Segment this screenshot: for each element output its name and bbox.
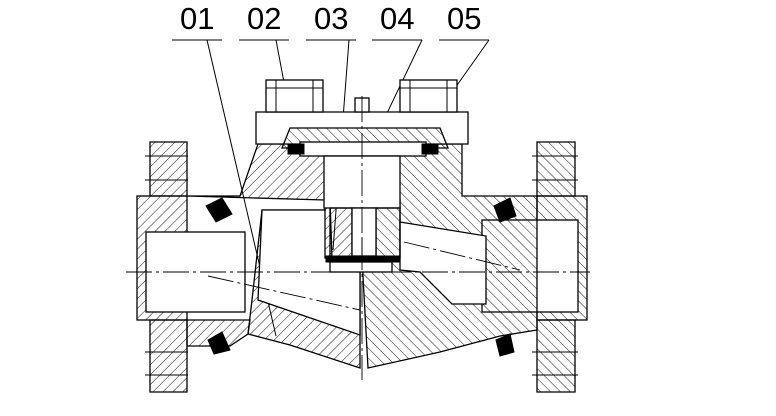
- bolts: [265, 79, 458, 113]
- gasket-right: [421, 143, 439, 155]
- center-lines: [126, 96, 590, 380]
- callout-labels: 01 02 03 04 05: [180, 1, 481, 36]
- disc-seat: [325, 255, 401, 263]
- gasket-left: [287, 143, 305, 155]
- callout-label-02: 02: [247, 1, 281, 36]
- callout-label-04: 04: [380, 1, 414, 36]
- callout-label-03: 03: [314, 1, 348, 36]
- callout-label-05: 05: [447, 1, 481, 36]
- callout-label-01: 01: [180, 1, 214, 36]
- seal-rings: [205, 197, 517, 357]
- left-flange: [136, 141, 246, 393]
